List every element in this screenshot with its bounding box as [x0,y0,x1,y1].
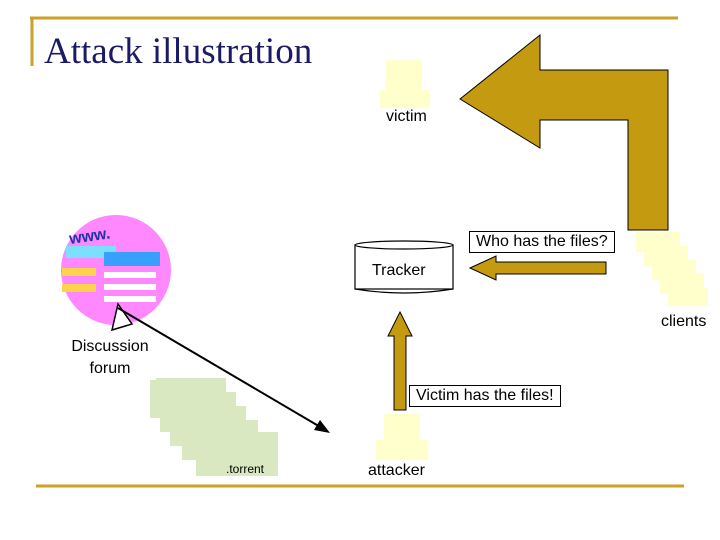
victim-label: victim [386,108,427,125]
clients-label: clients [661,313,707,330]
page-title: Attack illustration [44,31,313,72]
big-bent-arrow [459,33,669,231]
torrent-stack [150,378,278,476]
clients-stack [636,232,708,306]
forum-to-torrent-arrowhead [314,420,330,433]
attacker-node-shape [376,414,428,460]
response-arrow [387,310,413,411]
query-message: Who has the files? [469,231,615,253]
response-message: Victim has the files! [409,385,561,407]
tracker-label: Tracker [372,262,426,279]
svg-text:www.: www. [67,225,111,248]
discussion-forum-label: Discussion forum [64,336,156,380]
torrent-label: .torrent [226,462,265,476]
attacker-label: attacker [368,462,425,479]
victim-node-shape [380,60,430,108]
tracker-cylinder [354,240,454,294]
forum-clipart: www. [61,215,171,332]
query-arrow [468,255,607,281]
forum-to-torrent-arrow [117,307,323,429]
